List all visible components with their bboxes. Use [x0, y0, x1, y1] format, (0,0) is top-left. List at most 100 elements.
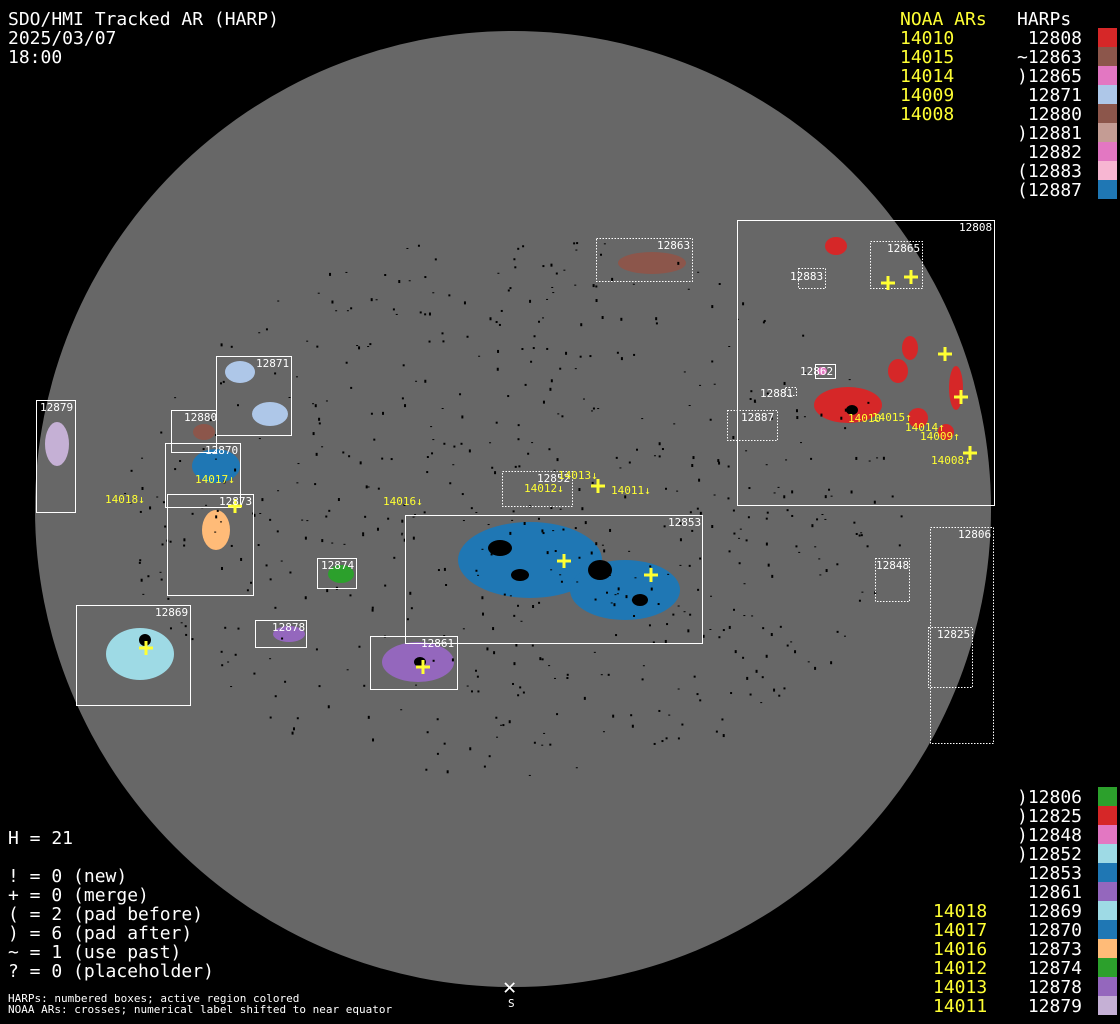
magnetic-pixel	[452, 464, 455, 466]
harp-box[interactable]	[36, 400, 76, 513]
magnetic-pixel	[393, 556, 396, 559]
magnetic-pixel	[426, 731, 429, 734]
magnetic-pixel	[650, 587, 653, 591]
magnetic-pixel	[550, 569, 553, 571]
magnetic-pixel	[718, 636, 721, 639]
magnetic-pixel	[844, 427, 847, 430]
magnetic-pixel	[783, 381, 786, 385]
magnetic-pixel	[406, 618, 409, 621]
magnetic-pixel	[537, 517, 540, 520]
magnetic-pixel	[512, 510, 515, 513]
magnetic-pixel	[481, 596, 484, 600]
magnetic-pixel	[657, 603, 660, 606]
magnetic-pixel	[328, 509, 331, 512]
magnetic-pixel	[139, 510, 142, 513]
magnetic-pixel	[819, 574, 822, 576]
magnetic-pixel	[513, 614, 516, 617]
magnetic-pixel	[715, 730, 718, 733]
magnetic-pixel	[520, 620, 523, 622]
magnetic-pixel	[513, 258, 516, 261]
magnetic-pixel	[665, 737, 668, 740]
harp-box[interactable]	[928, 627, 973, 688]
magnetic-pixel	[312, 403, 315, 405]
magnetic-pixel	[542, 317, 545, 319]
active-region-patch	[902, 336, 918, 360]
magnetic-pixel	[164, 525, 167, 528]
noaa-ar-label: 14018↓	[105, 493, 145, 506]
magnetic-pixel	[184, 625, 187, 628]
magnetic-pixel	[216, 509, 219, 512]
harp-box[interactable]	[727, 410, 778, 441]
magnetic-pixel	[222, 380, 225, 383]
harp-entry: 12870	[1017, 920, 1083, 941]
magnetic-pixel	[183, 544, 186, 547]
magnetic-pixel	[778, 694, 781, 697]
magnetic-pixel	[169, 540, 172, 543]
harp-box[interactable]	[815, 364, 836, 379]
harp-box-label: 12879	[40, 401, 73, 414]
status-count-line: + = 0 (merge)	[8, 885, 149, 906]
magnetic-pixel	[326, 589, 329, 593]
magnetic-pixel	[381, 457, 384, 460]
sunspot	[588, 560, 612, 580]
magnetic-pixel	[541, 529, 544, 533]
magnetic-pixel	[463, 301, 466, 305]
magnetic-pixel	[765, 542, 768, 546]
magnetic-pixel	[522, 691, 525, 694]
magnetic-pixel	[727, 465, 730, 468]
magnetic-pixel	[860, 532, 863, 534]
magnetic-pixel	[183, 538, 186, 542]
harp-box[interactable]	[737, 220, 995, 506]
magnetic-pixel	[371, 608, 374, 612]
magnetic-pixel	[417, 244, 420, 247]
harp-box[interactable]	[317, 558, 357, 589]
harp-box-label: 12806	[958, 528, 991, 541]
magnetic-pixel	[318, 685, 321, 688]
harp-box[interactable]	[870, 241, 923, 289]
magnetic-pixel	[613, 603, 616, 607]
magnetic-pixel	[855, 532, 858, 535]
harp-box[interactable]	[502, 471, 573, 507]
magnetic-pixel	[348, 455, 351, 458]
harp-count: H = 21	[8, 828, 74, 849]
magnetic-pixel	[548, 448, 551, 451]
magnetic-pixel	[142, 593, 145, 595]
magnetic-pixel	[795, 545, 798, 548]
magnetic-pixel	[531, 442, 534, 444]
magnetic-pixel	[159, 571, 162, 573]
harp-box[interactable]	[596, 238, 693, 282]
harp-box[interactable]	[798, 268, 826, 289]
magnetic-pixel	[679, 564, 682, 566]
harp-box[interactable]	[76, 605, 191, 706]
magnetic-pixel	[315, 452, 318, 456]
harp-box[interactable]	[875, 558, 910, 602]
magnetic-pixel	[409, 591, 412, 595]
harp-box[interactable]	[171, 410, 217, 453]
magnetic-pixel	[631, 724, 634, 728]
magnetic-pixel	[559, 508, 562, 510]
noaa-ar-entry: 14014	[900, 66, 955, 87]
harp-box[interactable]	[405, 515, 703, 644]
magnetic-pixel	[191, 512, 194, 515]
magnetic-pixel	[743, 615, 746, 617]
magnetic-pixel	[253, 672, 256, 675]
magnetic-pixel	[824, 495, 827, 499]
harp-box[interactable]	[167, 494, 254, 596]
magnetic-pixel	[600, 253, 603, 256]
magnetic-pixel	[732, 435, 735, 439]
harp-box[interactable]	[785, 387, 797, 396]
harp-box[interactable]	[930, 527, 994, 744]
magnetic-pixel	[367, 346, 370, 348]
magnetic-pixel	[274, 695, 277, 698]
harp-box[interactable]	[216, 356, 292, 436]
magnetic-pixel	[514, 465, 517, 468]
harp-box[interactable]	[255, 620, 307, 648]
harp-box[interactable]	[165, 443, 241, 508]
noaa-ar-entry: 14018	[933, 901, 988, 922]
magnetic-pixel	[616, 351, 619, 354]
magnetic-pixel	[868, 460, 871, 462]
harp-box[interactable]	[370, 636, 458, 690]
status-count-line: ) = 6 (pad after)	[8, 923, 193, 944]
magnetic-pixel	[162, 501, 165, 504]
harp-box-label: 12871	[256, 357, 289, 370]
